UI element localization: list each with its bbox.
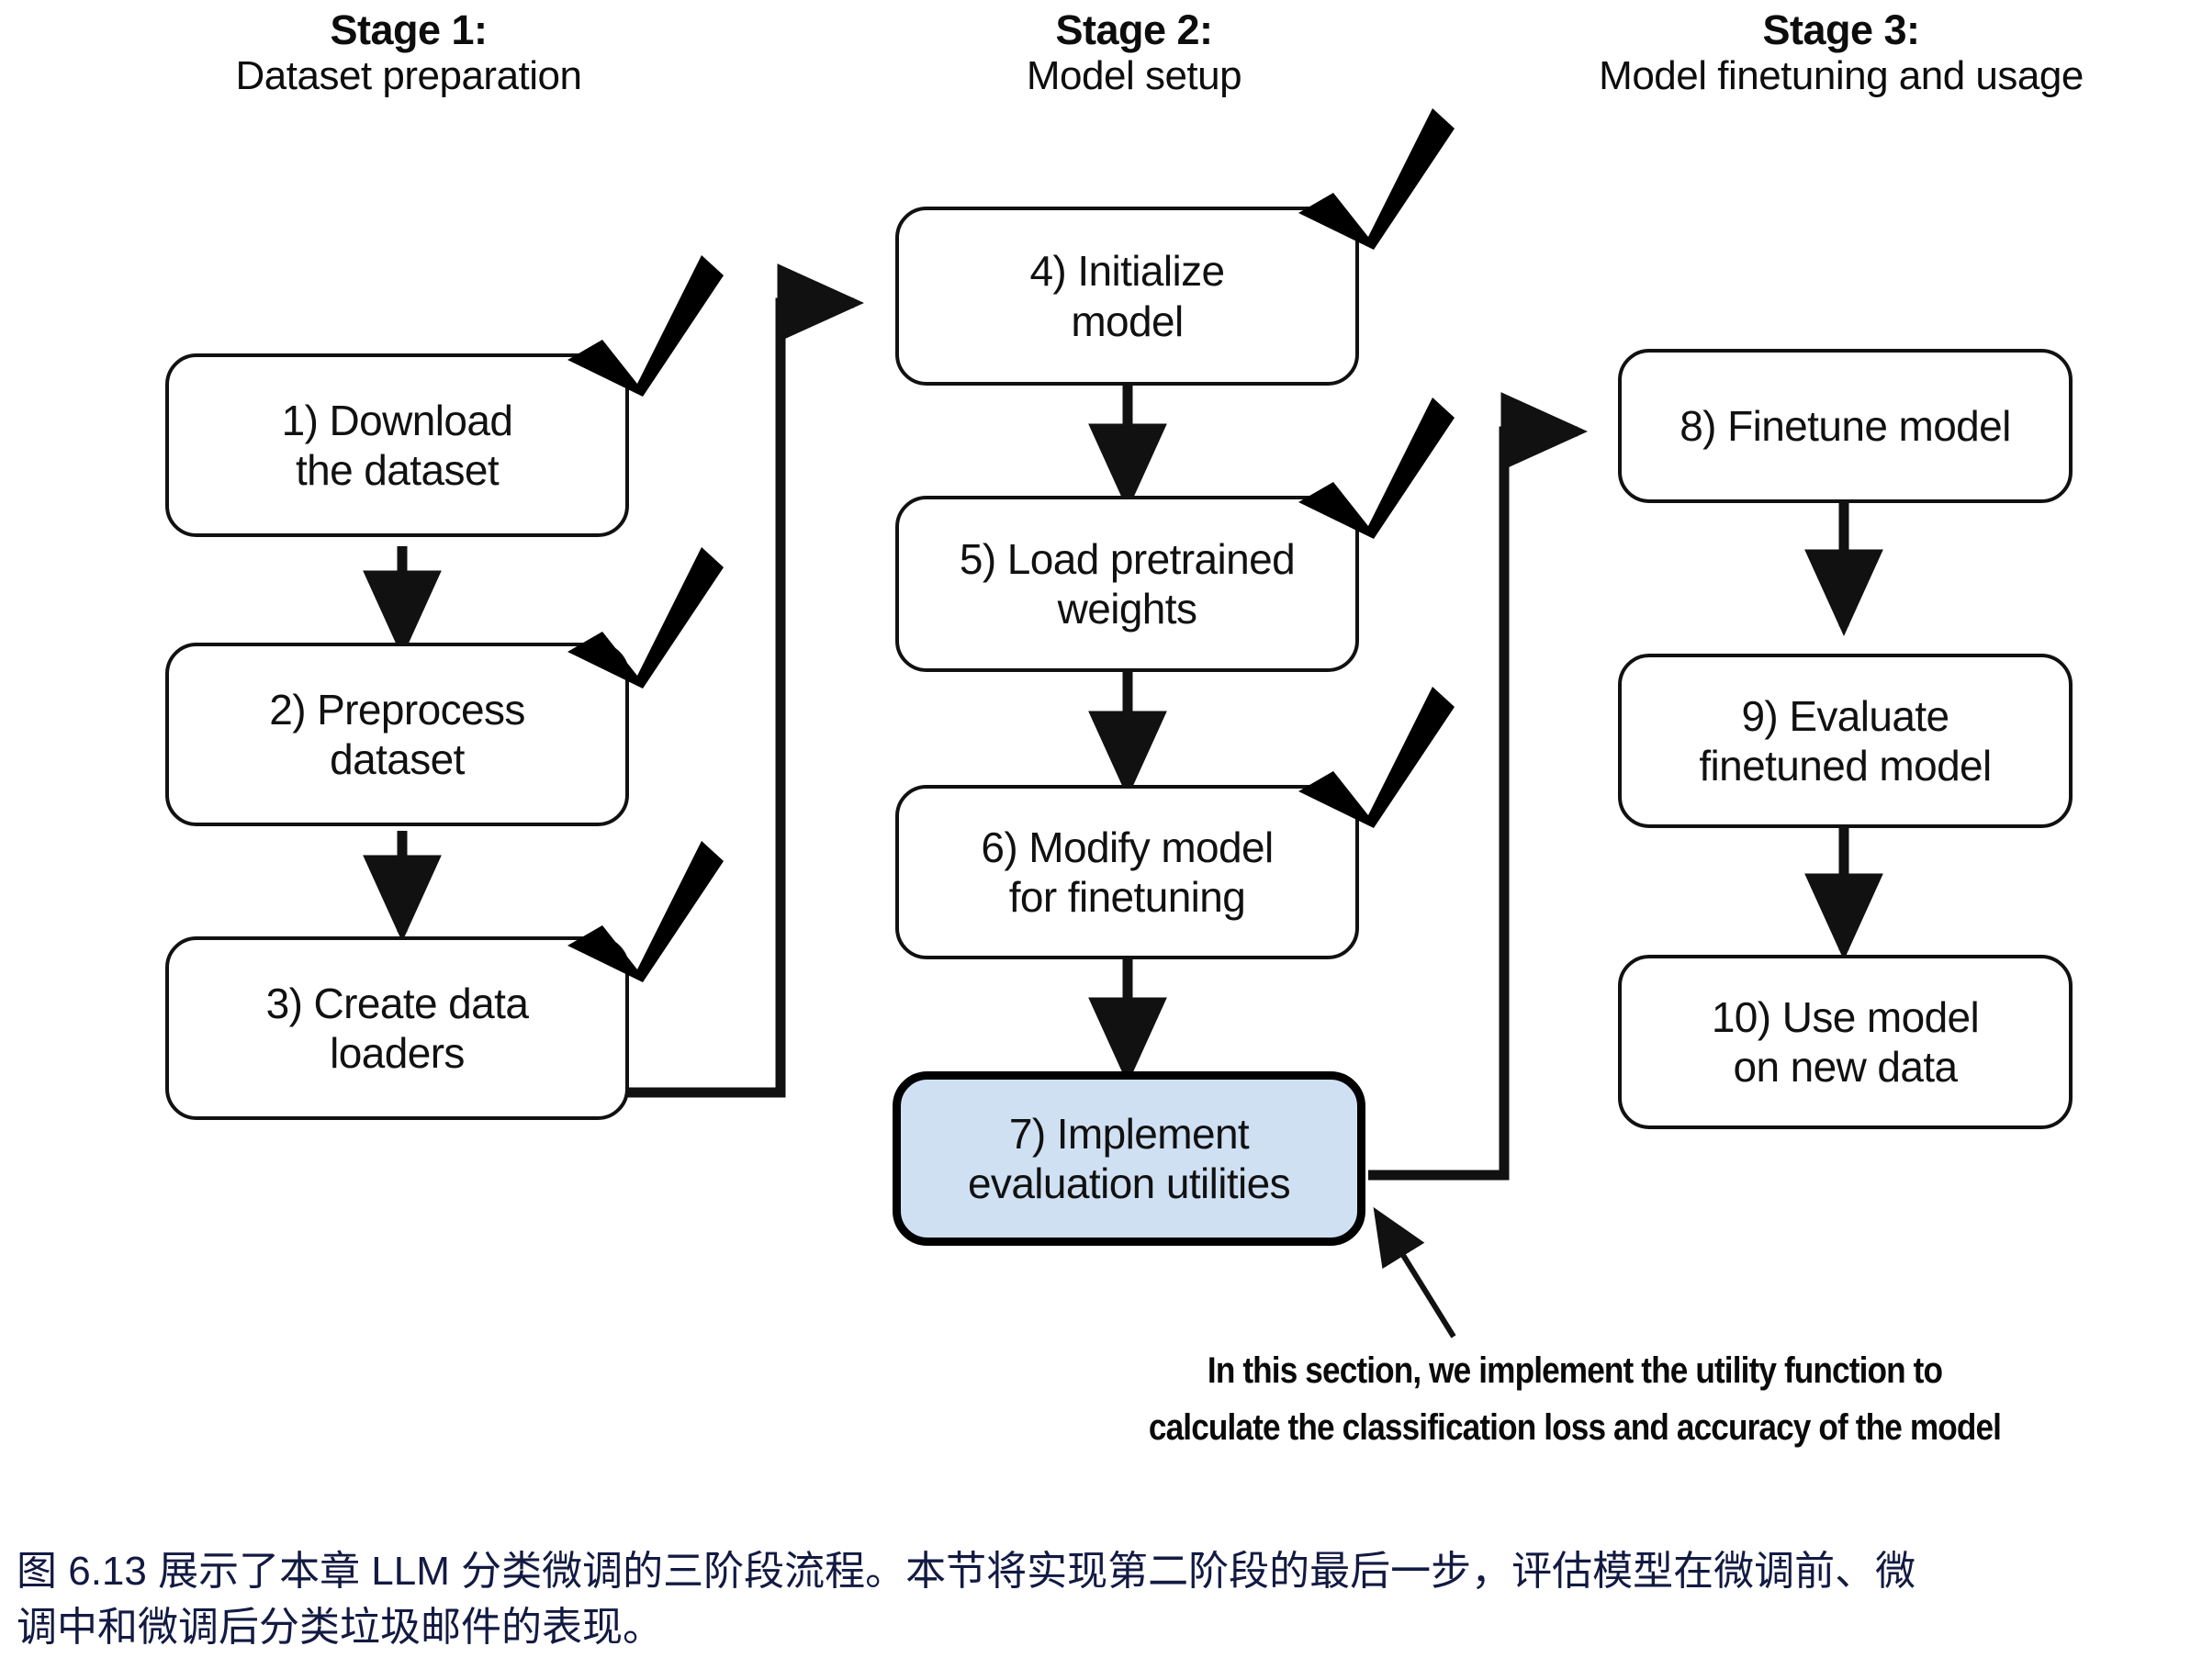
node-line-1: 5) Load pretrained (959, 534, 1296, 583)
stage-subtitle: Model finetuning and usage (1599, 53, 2084, 99)
node-text: 9) Evaluate finetuned model (1699, 691, 1992, 791)
annotation-line-1: In this section, we implement the utilit… (1207, 1350, 1943, 1391)
caption-line-1: 图 6.13 展示了本章 LLM 分类微调的三阶段流程。本节将实现第二阶段的最后… (17, 1549, 1916, 1594)
node-line-1: 1) Download (281, 396, 513, 444)
node-5-load-pretrained-weights[interactable]: 5) Load pretrained weights (895, 496, 1359, 672)
stage-header-1: Stage 1: Dataset preparation (92, 6, 725, 99)
node-text: 7) Implement evaluation utilities (967, 1109, 1291, 1209)
stage-header-2: Stage 2: Model setup (817, 6, 1451, 99)
node-line-1: 6) Modify model (981, 823, 1274, 871)
node-line-1: 8) Finetune model (1680, 401, 2011, 450)
node-text: 3) Create data loaders (266, 979, 529, 1079)
caption-line-2: 调中和微调后分类垃圾邮件的表现。 (17, 1604, 663, 1650)
node-10-use-model-on-new-data[interactable]: 10) Use model on new data (1618, 955, 2073, 1129)
node-4-initialize-model[interactable]: 4) Initialize model (895, 207, 1359, 386)
node-line-1: 2) Preprocess (269, 685, 525, 734)
node-text: 4) Initialize model (1029, 246, 1225, 346)
figure-caption: 图 6.13 展示了本章 LLM 分类微调的三阶段流程。本节将实现第二阶段的最后… (17, 1544, 2193, 1655)
node-8-finetune-model[interactable]: 8) Finetune model (1618, 349, 2073, 503)
node-line-2: weights (1057, 585, 1197, 633)
stage-subtitle: Model setup (1026, 53, 1242, 99)
node-line-2: for finetuning (1008, 873, 1246, 921)
arrow-stage1-to-stage2 (627, 263, 865, 1098)
node-line-1: 10) Use model (1711, 992, 1980, 1041)
node-text: 6) Modify model for finetuning (981, 823, 1274, 923)
node-text: 10) Use model on new data (1711, 992, 1980, 1092)
node-line-2: on new data (1733, 1043, 1958, 1091)
node-1-download-the-dataset[interactable]: 1) Download the dataset (165, 353, 629, 537)
node-text: 2) Preprocess dataset (269, 685, 525, 785)
node-3-create-data-loaders[interactable]: 3) Create data loaders (165, 936, 629, 1120)
node-6-modify-model-for-finetuning[interactable]: 6) Modify model for finetuning (895, 785, 1359, 959)
stage-subtitle: Dataset preparation (235, 53, 582, 99)
stage-title: Stage 3: (1762, 6, 1920, 53)
arrow-annotation-to-n7 (1373, 1206, 1456, 1338)
node-2-preprocess-dataset[interactable]: 2) Preprocess dataset (165, 643, 629, 826)
node-line-2: the dataset (295, 446, 500, 494)
arrow-stage2-to-stage3 (1368, 392, 1589, 1181)
node-line-2: model (1071, 297, 1184, 345)
node-text: 1) Download the dataset (282, 396, 513, 496)
stage-header-3: Stage 3: Model finetuning and usage (1552, 6, 2130, 99)
node-line-1: 3) Create data (265, 979, 529, 1027)
node-line-2: dataset (330, 735, 465, 783)
node-9-evaluate-finetuned-model[interactable]: 9) Evaluate finetuned model (1618, 654, 2073, 828)
stage-title: Stage 1: (330, 6, 488, 53)
node-line-1: 7) Implement (1008, 1109, 1250, 1158)
node-line-2: evaluation utilities (967, 1159, 1291, 1207)
node-line-1: 9) Evaluate (1741, 691, 1949, 740)
annotation-line-2: calculate the classification loss and ac… (1148, 1407, 2002, 1448)
callout-annotation: In this section, we implement the utilit… (1038, 1342, 2112, 1456)
node-line-2: finetuned model (1699, 742, 1992, 790)
node-text: 8) Finetune model (1680, 401, 2011, 451)
node-line-2: loaders (330, 1029, 465, 1077)
stage-title: Stage 2: (1055, 6, 1213, 53)
node-text: 5) Load pretrained weights (959, 534, 1296, 634)
node-7-implement-evaluation-utilities[interactable]: 7) Implement evaluation utilities (893, 1071, 1365, 1246)
node-line-1: 4) Initialize (1029, 247, 1225, 296)
